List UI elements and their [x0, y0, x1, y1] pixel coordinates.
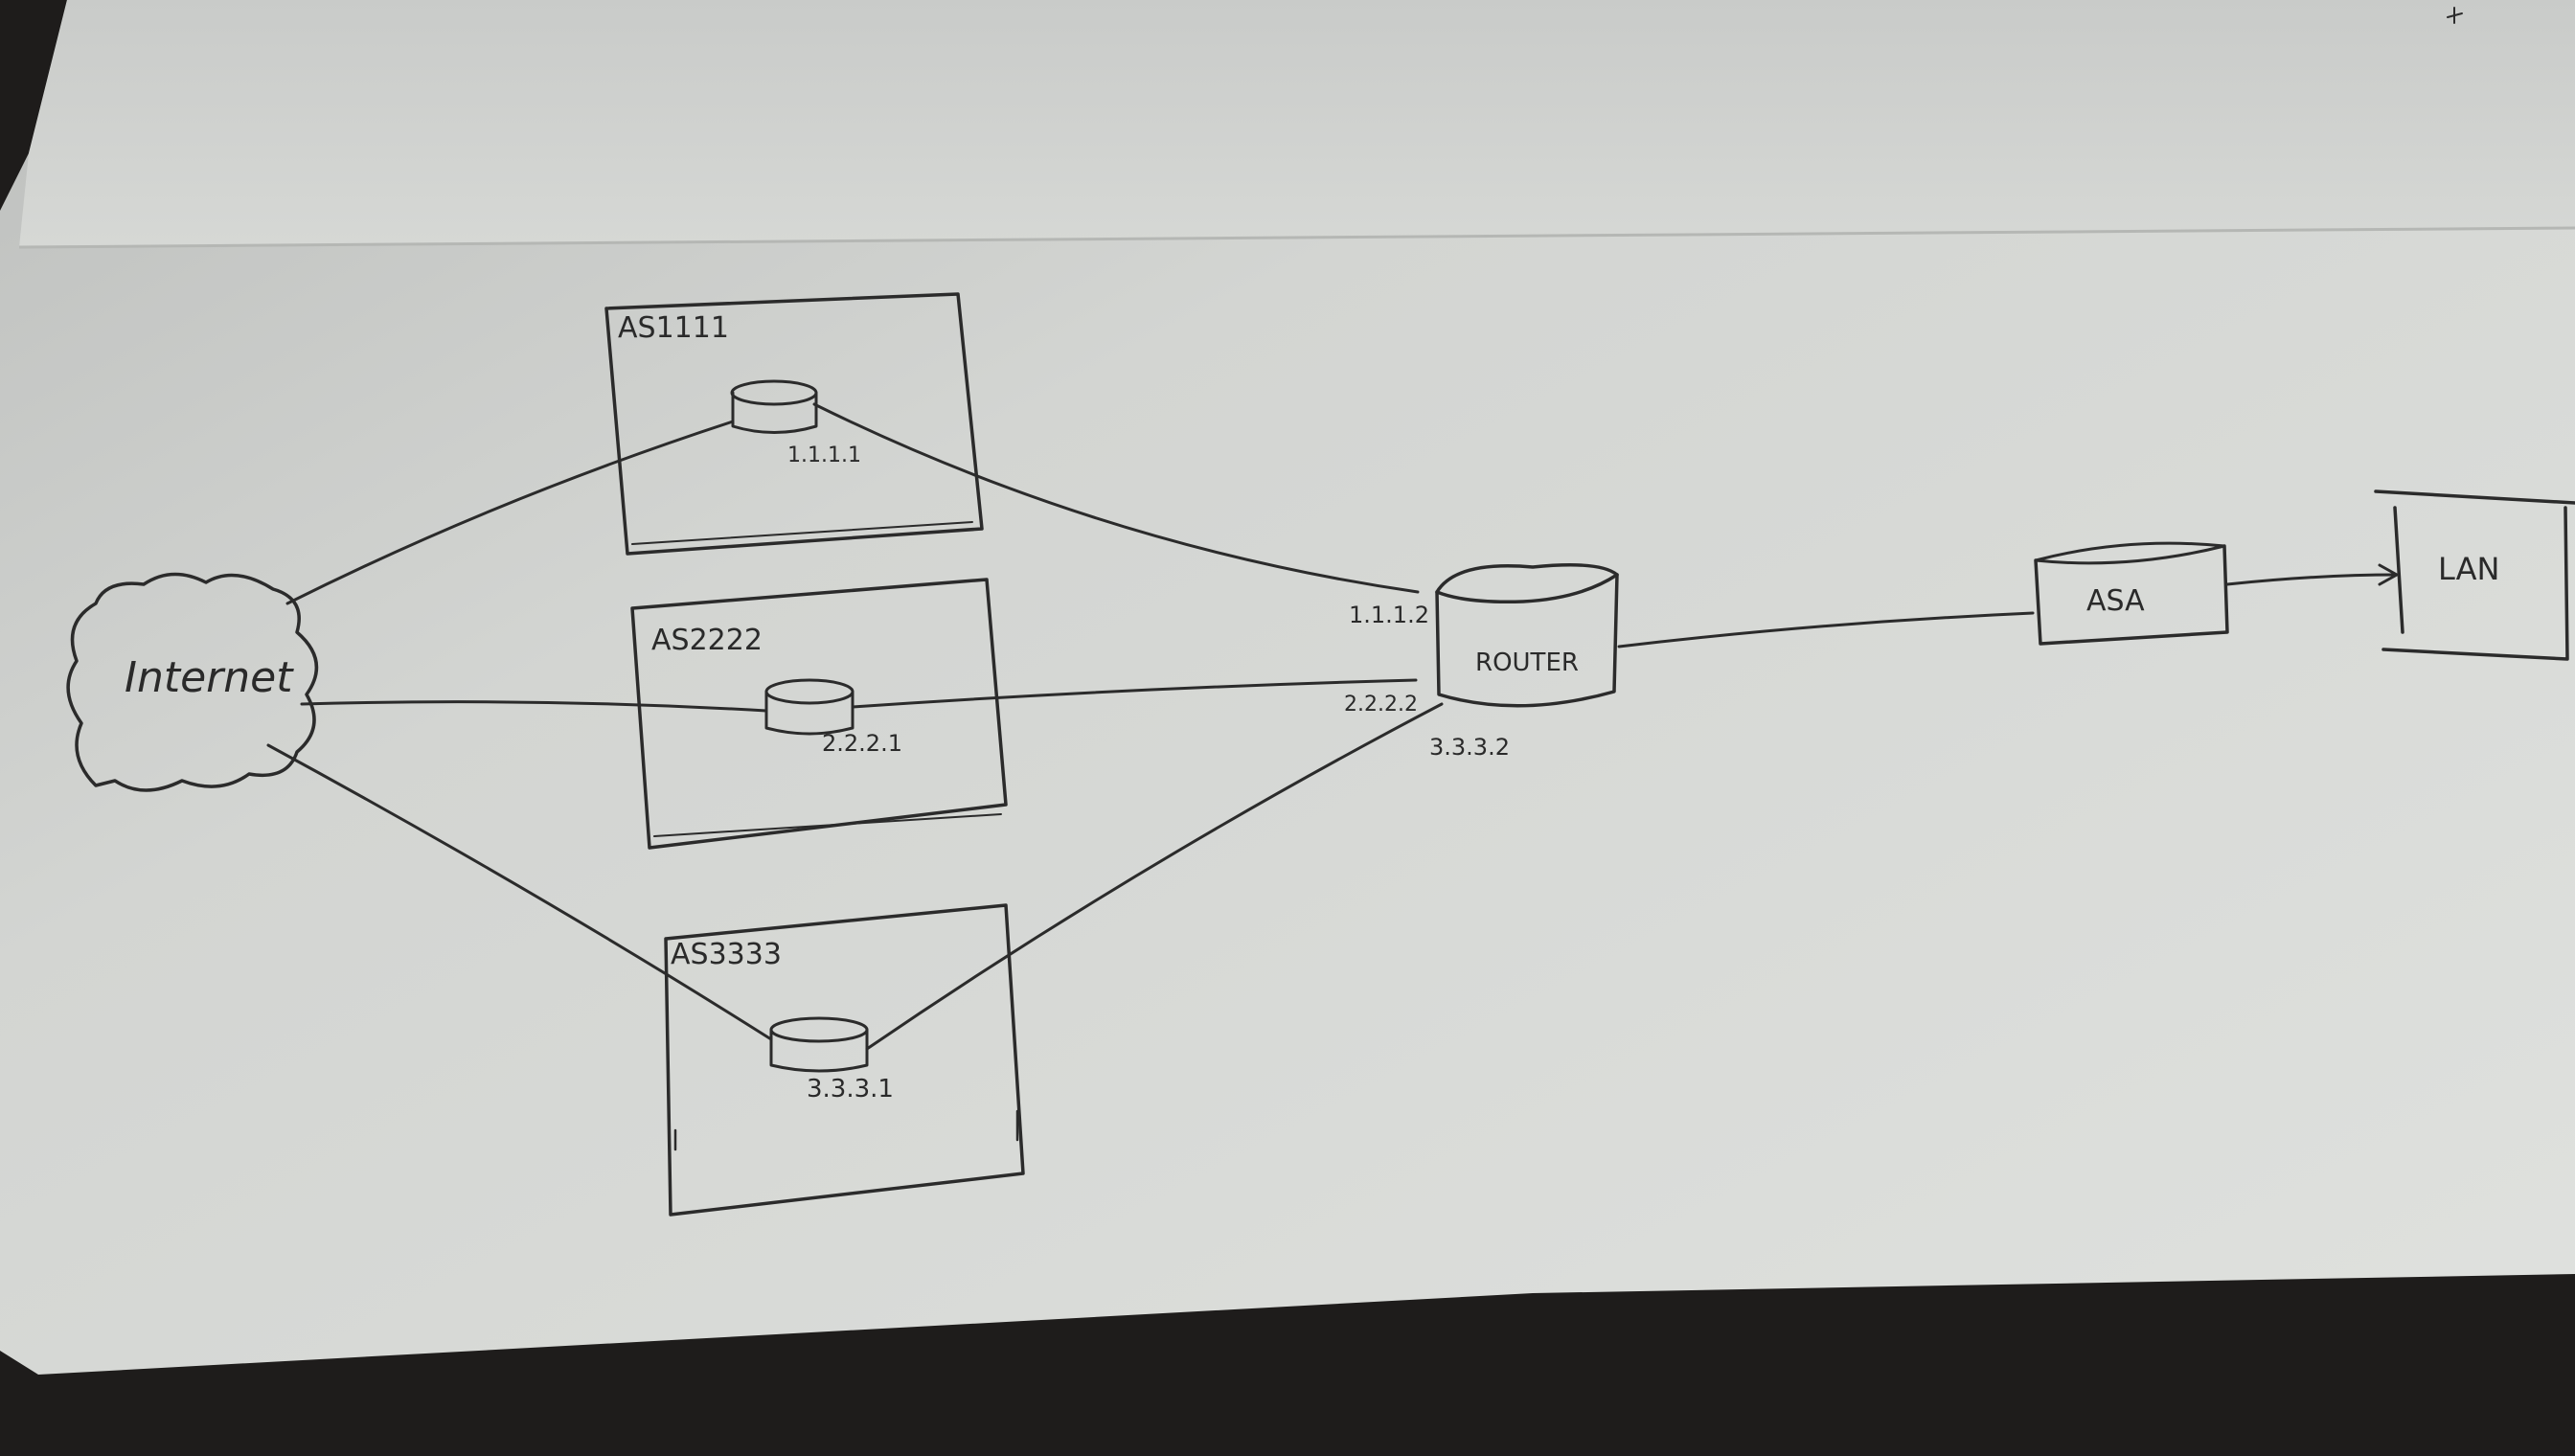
router-ip-1: 1.1.1.2 [1349, 602, 1429, 628]
asa-label: ASA [2086, 584, 2145, 618]
as1111-label: AS1111 [618, 311, 729, 345]
paper-sheet [0, 0, 2575, 1375]
link-internet-as1111 [285, 420, 735, 605]
link-internet-as3333 [266, 743, 773, 1041]
as1111-router-ip: 1.1.1.1 [787, 444, 861, 467]
link-as1111-router [812, 402, 1420, 594]
internet-node: Internet [66, 572, 319, 792]
router-label: ROUTER [1475, 648, 1579, 677]
as1111-box [604, 292, 984, 556]
link-as2222-router [851, 678, 1418, 709]
as3333-node: AS3333 3.3.3.1 [664, 903, 1025, 1217]
as2222-router-icon [764, 678, 855, 736]
as2222-label: AS2222 [651, 624, 763, 657]
paper-fold-top [19, 0, 2575, 247]
as3333-label: AS3333 [671, 938, 782, 971]
cloud-icon [66, 572, 319, 792]
router-ip-2: 2.2.2.2 [1344, 693, 1418, 717]
pen-mark [2447, 7, 2463, 24]
as3333-box-inner-corner [673, 1109, 1019, 1151]
as2222-box [630, 578, 1008, 850]
asa-icon [2034, 544, 2229, 646]
link-router-asa [1617, 611, 2035, 648]
as3333-box [664, 903, 1025, 1217]
router-icon [1435, 573, 1619, 708]
asa-node: ASA [2034, 541, 2229, 646]
lan-box [2374, 489, 2575, 661]
as2222-box-bottom-shadow [653, 813, 1002, 837]
as2222-router-ip: 2.2.2.1 [822, 730, 902, 757]
as3333-router-ip: 3.3.3.1 [807, 1075, 894, 1103]
as1111-node: AS1111 1.1.1.1 [604, 292, 984, 556]
as2222-node: AS2222 2.2.2.1 [630, 578, 1008, 850]
link-as3333-router [865, 702, 1444, 1051]
as1111-router-icon [730, 379, 818, 434]
lan-label: LAN [2438, 551, 2499, 587]
internet-label: Internet [125, 653, 294, 702]
as3333-router-icon [769, 1016, 869, 1073]
paper-fold-crease [18, 226, 2575, 249]
as1111-box-bottom-shadow [631, 521, 973, 545]
link-internet-as2222 [300, 700, 768, 713]
router-ip-3: 3.3.3.2 [1429, 734, 1510, 761]
lan-node: LAN [2374, 489, 2575, 661]
link-asa-lan [2225, 573, 2399, 586]
router-node: ROUTER 1.1.1.2 2.2.2.2 3.3.3.2 [1344, 563, 1619, 761]
arrowhead-lan [2378, 563, 2399, 586]
